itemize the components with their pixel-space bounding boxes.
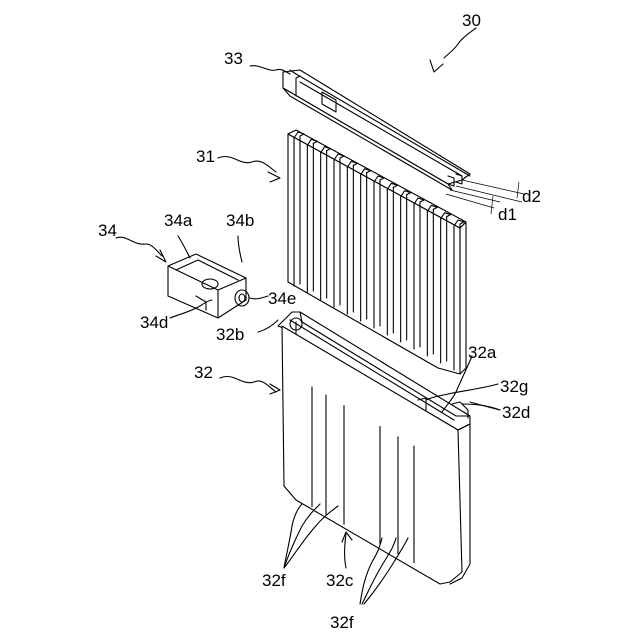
label-34d: 34d <box>140 313 168 332</box>
label-32d: 32d <box>502 403 530 422</box>
label-d2: d2 <box>522 187 541 206</box>
label-d1: d1 <box>498 205 517 224</box>
label-32b: 32b <box>216 325 244 344</box>
label-34b: 34b <box>226 211 254 230</box>
label-30: 30 <box>462 11 481 30</box>
label-32a: 32a <box>468 343 497 362</box>
label-34: 34 <box>98 221 117 240</box>
label-31: 31 <box>196 147 215 166</box>
label-34a: 34a <box>164 211 193 230</box>
label-32g: 32g <box>500 377 528 396</box>
holder-part-34 <box>168 254 249 318</box>
label-32c: 32c <box>326 571 354 590</box>
label-32f-right: 32f <box>330 613 354 632</box>
label-32f-left: 32f <box>262 571 286 590</box>
label-32: 32 <box>194 363 213 382</box>
label-34e: 34e <box>268 289 296 308</box>
label-33: 33 <box>224 49 243 68</box>
